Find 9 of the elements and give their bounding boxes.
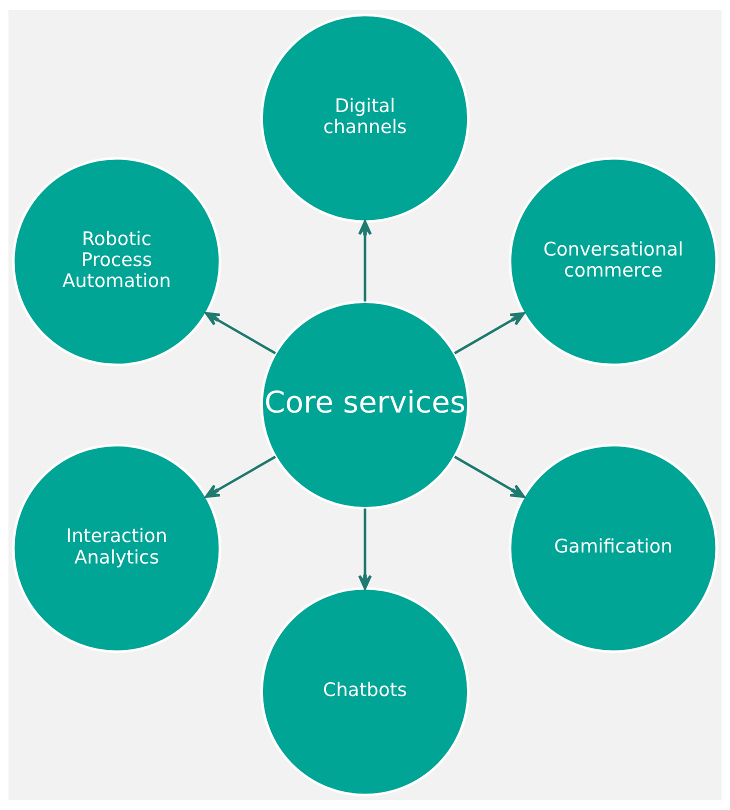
arrow bbox=[358, 220, 372, 302]
arrow bbox=[204, 312, 276, 354]
node-circle: Chatbots bbox=[260, 587, 470, 796]
arrow bbox=[358, 508, 372, 590]
arrow bbox=[454, 312, 526, 354]
node-circle: Core services bbox=[260, 300, 470, 510]
arrow bbox=[454, 456, 526, 498]
node-circle: Digital channels bbox=[260, 14, 470, 223]
arrow bbox=[204, 456, 276, 498]
